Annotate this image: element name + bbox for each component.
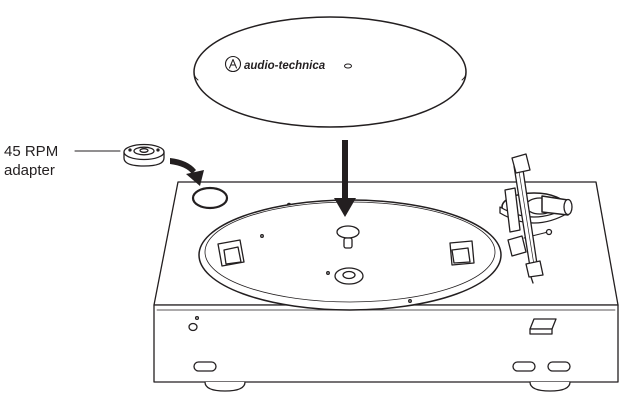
platter (198, 199, 502, 311)
down-arrow-icon (334, 140, 356, 217)
callout-line-2: adapter (4, 162, 55, 179)
spindle (343, 237, 353, 249)
adapter-holder (191, 186, 229, 210)
power-knob (188, 322, 198, 332)
mat-center-hole (344, 63, 352, 69)
callout-line-1: 45 RPM (4, 143, 59, 160)
rpm-adapter (123, 143, 165, 167)
platter-mat: audio-technica (193, 16, 467, 128)
spindle-base (336, 225, 360, 239)
tonearm (499, 153, 573, 284)
front-slot (512, 361, 536, 372)
mat-brand-text: audio-technica (244, 60, 326, 72)
platter-block-right (449, 240, 475, 266)
curved-arrow-icon (170, 158, 204, 186)
adapter-callout-label: 45 RPM adapter (4, 142, 74, 180)
front-slot (193, 361, 217, 372)
platter-block-left (217, 239, 245, 267)
headshell (525, 260, 544, 278)
front-slot (547, 361, 571, 372)
audio-technica-logo-icon (224, 55, 242, 73)
speed-switch (529, 318, 557, 330)
